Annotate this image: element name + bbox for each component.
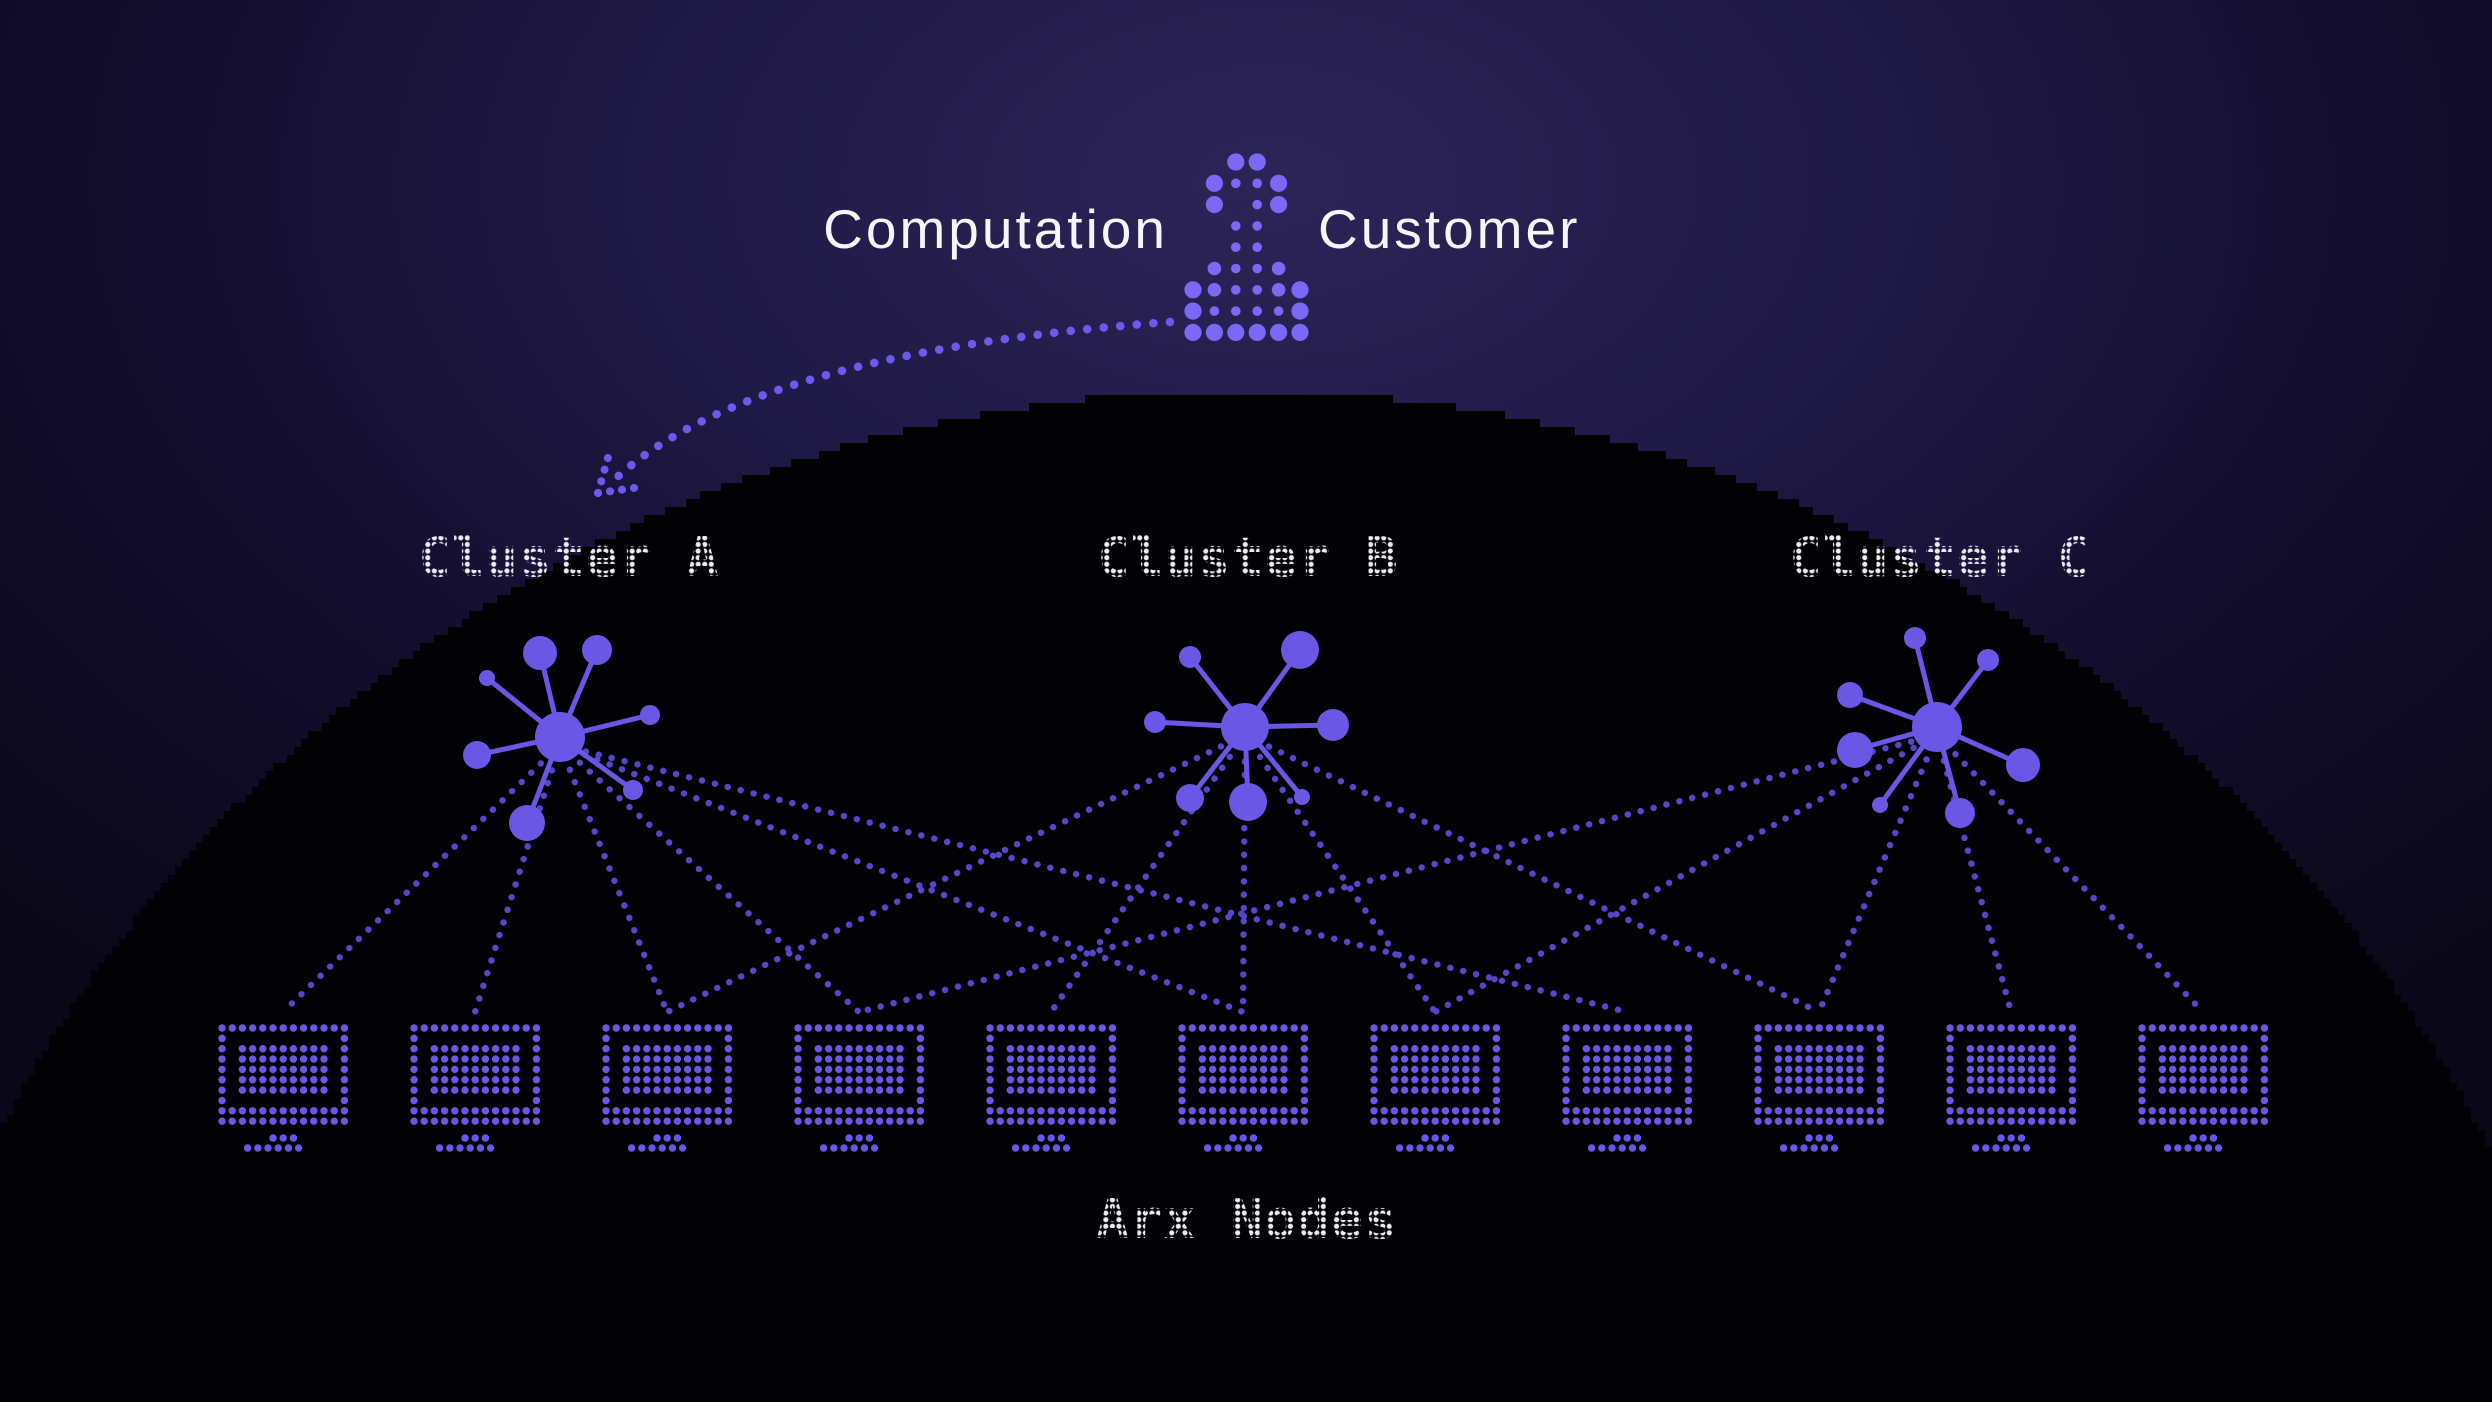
monitor-icon-8 bbox=[1754, 1024, 1885, 1152]
monitor-icon-5 bbox=[1178, 1024, 1309, 1152]
monitor-icon-9 bbox=[1946, 1024, 2077, 1152]
monitor-icon-0 bbox=[218, 1024, 349, 1152]
link-c-node6 bbox=[1431, 731, 1941, 1016]
monitor-icon-4 bbox=[986, 1024, 1117, 1152]
pixel-person-icon bbox=[1184, 153, 1309, 341]
cluster-hubs bbox=[463, 627, 2040, 841]
monitor-icon-2 bbox=[602, 1024, 733, 1152]
link-a-node5 bbox=[556, 741, 1247, 1016]
network-hub-icon-a bbox=[463, 635, 660, 841]
customer-label: Customer bbox=[1318, 198, 1581, 260]
monitor-icon-3 bbox=[794, 1024, 925, 1152]
link-b-node6 bbox=[1241, 731, 1439, 1016]
computation-label: Computation bbox=[823, 198, 1168, 260]
arx-nodes-label: Arx Nodes bbox=[1096, 1188, 1398, 1251]
link-b-node8 bbox=[1241, 731, 1823, 1016]
monitor-icon-1 bbox=[410, 1024, 541, 1152]
arrow-head-0 bbox=[594, 443, 615, 497]
cluster-b-label: Cluster B bbox=[1097, 526, 1399, 589]
link-a-node2 bbox=[556, 741, 671, 1016]
cluster-c-label: Cluster C bbox=[1789, 526, 2091, 589]
link-c-node8 bbox=[1815, 731, 1941, 1016]
network-hub-icon-c bbox=[1837, 627, 2040, 828]
cluster-a-label: Cluster A bbox=[418, 526, 720, 589]
link-b-node4 bbox=[1047, 731, 1249, 1016]
link-c-node3 bbox=[855, 731, 1941, 1016]
link-b-node2 bbox=[663, 731, 1249, 1016]
arrow-curve bbox=[607, 317, 1175, 487]
link-a-node3 bbox=[556, 741, 863, 1016]
monitor-icon-6 bbox=[1370, 1024, 1501, 1152]
link-a-node7 bbox=[556, 741, 1631, 1016]
connection-lines bbox=[279, 731, 2207, 1016]
link-c-node9 bbox=[1933, 731, 2015, 1016]
dome-surface bbox=[0, 395, 2492, 1402]
dotted-curved-arrow-icon bbox=[594, 317, 1175, 497]
monitor-icon-10 bbox=[2138, 1024, 2269, 1152]
link-a-node0 bbox=[279, 741, 564, 1016]
link-c-node10 bbox=[1933, 731, 2207, 1016]
monitor-icon-7 bbox=[1562, 1024, 1693, 1152]
dome-shape bbox=[0, 395, 2492, 1402]
network-hub-icon-b bbox=[1144, 631, 1349, 821]
arrow-head-1 bbox=[594, 483, 645, 497]
arx-node-monitors bbox=[218, 1024, 2269, 1152]
